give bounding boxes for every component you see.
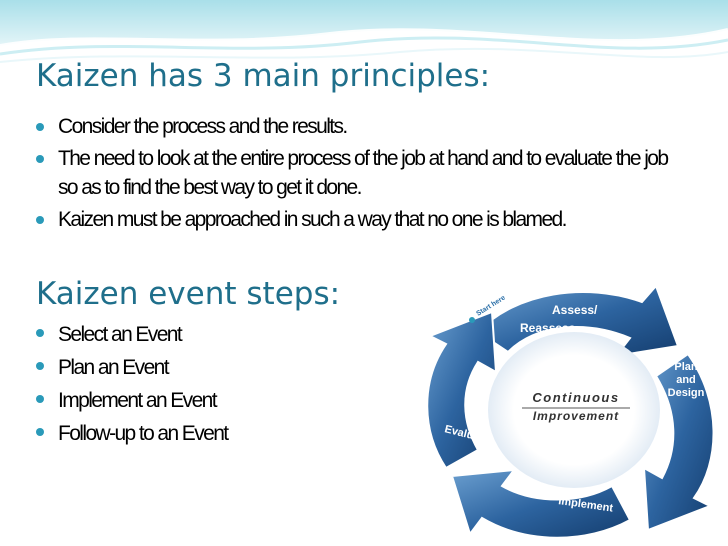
arrow-segment-assess: [476, 284, 680, 358]
stage-label-design: Design: [668, 387, 705, 399]
list-item: Follow-up to an Event: [34, 417, 394, 450]
bullet-icon: [36, 216, 44, 224]
continuous-improvement-diagram: Continuous Improvement Assess/ Reassess …: [426, 284, 715, 539]
step-text: Plan an Event: [58, 356, 170, 379]
step-text: Implement an Event: [58, 389, 218, 412]
center-label-line2: Improvement: [533, 409, 619, 423]
step-text: Select an Event: [58, 323, 183, 346]
stage-label-reassess: Reassess: [520, 321, 576, 335]
list-item: Select an Event: [34, 318, 394, 351]
bullet-icon: [36, 428, 44, 436]
arrow-segment-implement: [450, 468, 632, 539]
bullet-icon: [36, 123, 44, 131]
start-marker-icon: [469, 317, 475, 323]
principle-text: The need to look at the entire process o…: [58, 147, 669, 199]
wave-banner: [0, 0, 728, 63]
center-circle: [488, 332, 660, 488]
list-item: The need to look at the entire process o…: [34, 144, 684, 202]
principle-text: Kaizen must be approached in such a way …: [58, 208, 567, 231]
stage-label-plan: Plan: [674, 361, 698, 373]
principles-heading: Kaizen has 3 main principles:: [36, 58, 491, 94]
arrow-segment-plan: [642, 352, 715, 532]
list-item: Plan an Event: [34, 351, 394, 384]
principles-list: Consider the process and the results. Th…: [34, 112, 684, 237]
center-label-line1: Continuous: [532, 390, 619, 405]
bullet-icon: [36, 395, 44, 403]
list-item: Consider the process and the results.: [34, 112, 684, 141]
step-text: Follow-up to an Event: [58, 422, 229, 445]
bullet-icon: [36, 155, 44, 163]
arrow-segment-evaluate: [426, 310, 498, 470]
steps-heading: Kaizen event steps:: [36, 276, 341, 312]
bullet-icon: [36, 362, 44, 370]
list-item: Kaizen must be approached in such a way …: [34, 205, 684, 234]
principle-text: Consider the process and the results.: [58, 115, 348, 138]
stage-label-assess: Assess/: [552, 303, 598, 317]
stage-label-and: and: [676, 374, 696, 386]
steps-list: Select an Event Plan an Event Implement …: [34, 318, 394, 450]
list-item: Implement an Event: [34, 384, 394, 417]
bullet-icon: [36, 329, 44, 337]
